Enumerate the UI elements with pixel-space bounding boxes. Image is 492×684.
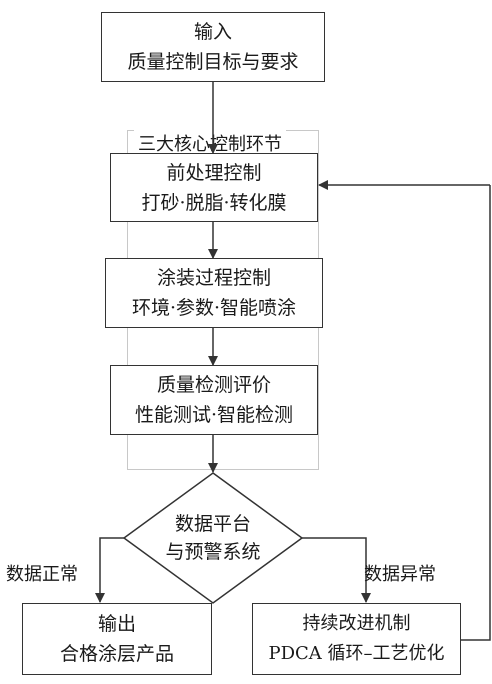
input-line1: 输入	[193, 21, 232, 43]
output-box: 输出 合格涂层产品	[22, 603, 212, 675]
pretreatment-detail: 打砂·脱脂·转化膜	[141, 191, 287, 214]
branch-normal-label: 数据正常	[6, 564, 78, 585]
input-box: 输入 质量控制目标与要求	[101, 12, 325, 82]
inspection-box: 质量检测评价 性能测试·智能检测	[110, 365, 318, 435]
arrow-normal-to-output	[95, 537, 124, 603]
input-line2: 质量控制目标与要求	[127, 51, 299, 73]
arrow-abnormal-to-improvement	[302, 537, 371, 603]
inspection-title: 质量检测评价	[156, 374, 271, 396]
decision-diamond	[122, 472, 304, 604]
coating-process-box: 涂装过程控制 环境·参数·智能喷涂	[105, 258, 323, 328]
coating-title: 涂装过程控制	[156, 267, 271, 289]
feedback-loop-line	[461, 185, 491, 641]
pretreatment-box: 前处理控制 打砂·脱脂·转化膜	[110, 153, 318, 222]
branch-abnormal-label: 数据异常	[364, 564, 436, 585]
improvement-box: 持续改进机制 PDCA 循环–工艺优化	[252, 603, 461, 675]
coating-detail: 环境·参数·智能喷涂	[131, 297, 297, 319]
decision-label: 数据平台 与预警系统	[138, 510, 288, 566]
improvement-line1: 持续改进机制	[302, 613, 411, 634]
pretreatment-title: 前处理控制	[166, 161, 262, 184]
decision-line2: 与预警系统	[165, 541, 261, 563]
improvement-line2: PDCA 循环–工艺优化	[268, 643, 445, 664]
output-line1: 输出	[97, 613, 136, 635]
decision-line1: 数据平台	[174, 513, 251, 535]
output-line2: 合格涂层产品	[59, 643, 174, 665]
inspection-detail: 性能测试·智能检测	[134, 404, 294, 426]
